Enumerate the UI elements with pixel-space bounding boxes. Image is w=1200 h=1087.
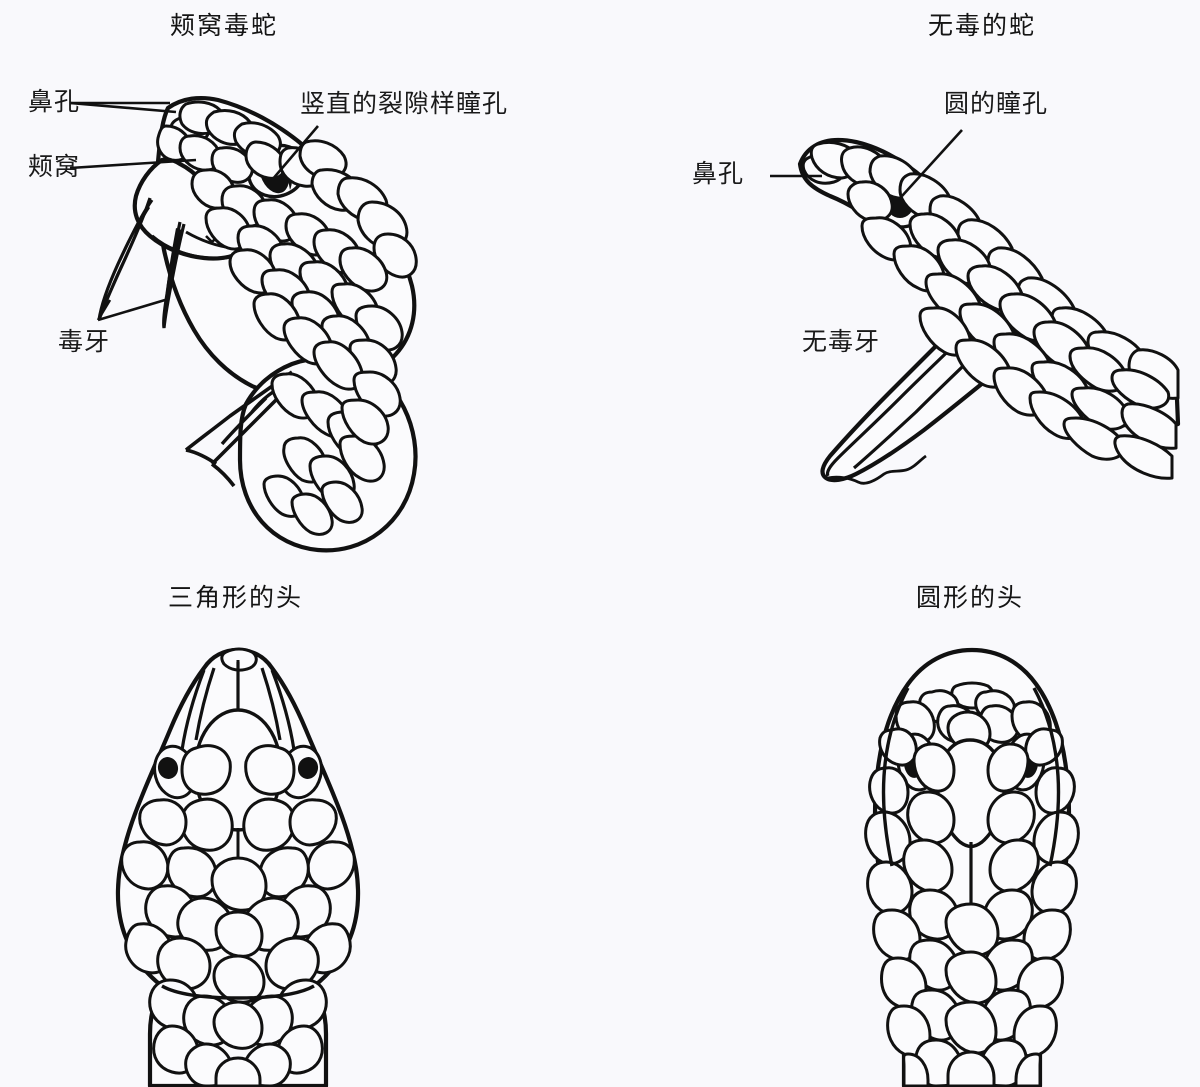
label-round-pupil: 圆的瞳孔 bbox=[944, 89, 1049, 118]
panel-title-round-head: 圆形的头 bbox=[916, 583, 1025, 612]
label-venom-fang: 毒牙 bbox=[58, 327, 111, 356]
label-nostril-non-venomous: 鼻孔 bbox=[692, 159, 745, 188]
panel-title-non-venomous: 无毒的蛇 bbox=[928, 11, 1037, 40]
label-non-venomous-teeth: 无毒牙 bbox=[802, 327, 881, 356]
label-loreal-pit: 颊窝 bbox=[28, 152, 81, 181]
panel-title-triangular-head: 三角形的头 bbox=[168, 583, 304, 612]
triangular-head-dorsal-view bbox=[115, 647, 361, 1087]
label-nostril-venomous: 鼻孔 bbox=[28, 87, 81, 116]
non-venomous-snake-side-view bbox=[770, 129, 1181, 485]
round-head-dorsal-view bbox=[864, 647, 1080, 1087]
pit-viper-side-view bbox=[69, 96, 418, 553]
panel-title-pit-viper: 颊窝毒蛇 bbox=[170, 11, 279, 40]
label-vertical-slit-pupil: 竖直的裂隙样瞳孔 bbox=[300, 89, 509, 118]
